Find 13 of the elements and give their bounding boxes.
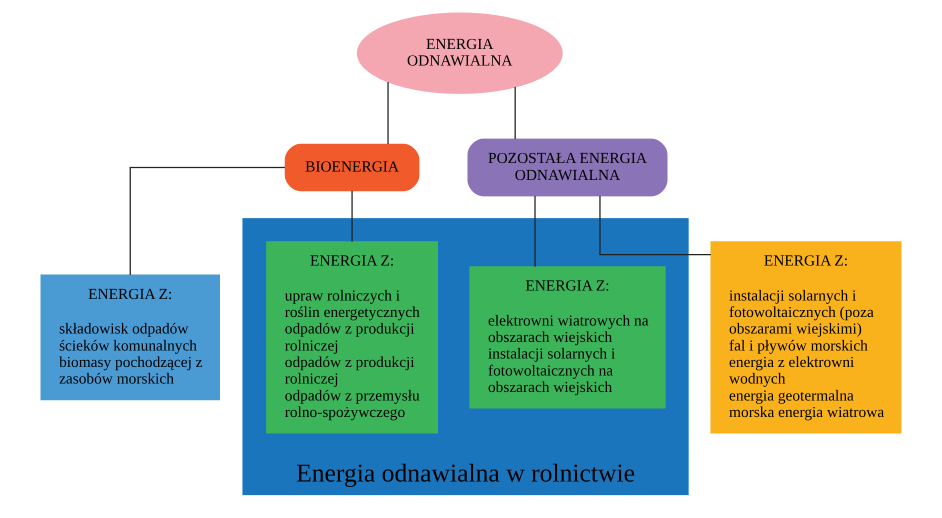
- node-box: BIOENERGIA: [284, 144, 420, 192]
- connector: [599, 196, 711, 256]
- node-box: POZOSTAŁA ENERGIA ODNAWIALNA: [467, 138, 668, 196]
- node-box: ENERGIA Z: upraw rolniczych i roślin energetycznych odpadów z produkcji rolniczej odpadów z produkcji rolniczej odpadów z przemysłu rolno-spożywczego: [266, 241, 438, 434]
- connector: [130, 166, 285, 276]
- node-box: ENERGIA Z: instalacji solarnych i fotowoltaicznych (poza obszarami wiejskimi) fal i pływów morskich energia z elektrowni wodnych energia geotermalna morska energia wiatrowa: [710, 241, 902, 434]
- node-box: ENERGIA Z: elektrowni wiatrowych na obszarach wiejskich instalacji solarnych i fotowoltaicznych na obszarach wiejskich: [469, 266, 666, 409]
- connector: [534, 196, 536, 267]
- connector: [351, 190, 353, 242]
- node-box: ENERGIA Z: składowisk odpadów ścieków komunalnych biomasy pochodzącej z zasobów morskich: [40, 274, 220, 400]
- node-ellipse: ENERGIA ODNAWIALNA: [356, 12, 563, 94]
- connector: [387, 82, 389, 144]
- connector: [514, 86, 516, 140]
